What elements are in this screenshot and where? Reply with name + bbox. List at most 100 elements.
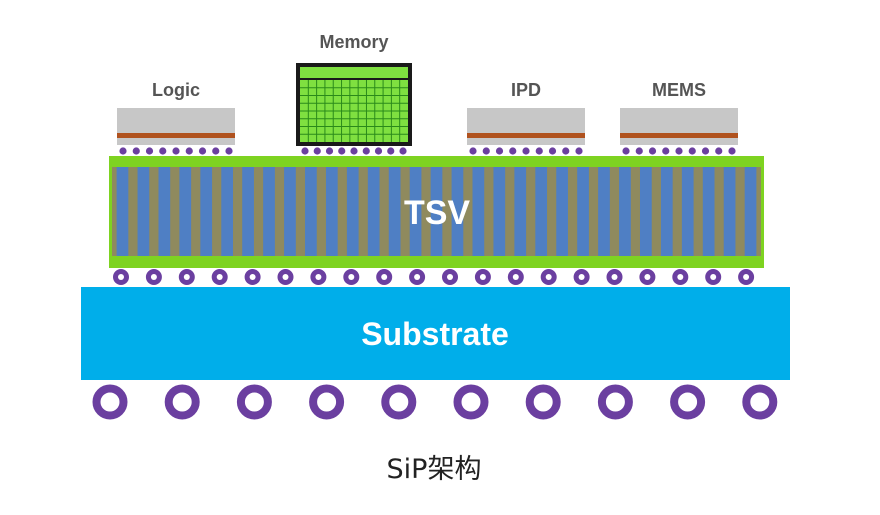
- bga-ball: [597, 384, 633, 420]
- tsv-via: [221, 167, 234, 256]
- micro-bump: [338, 147, 346, 155]
- diagram-caption: SiP架构: [387, 454, 482, 485]
- memory-die: [296, 63, 412, 146]
- micro-bump: [675, 147, 683, 155]
- c4-bump-center: [512, 274, 519, 280]
- tsv-via: [179, 167, 192, 256]
- micro-bump: [509, 147, 517, 155]
- tsv-via: [263, 167, 275, 256]
- c4-bump-center: [644, 274, 651, 280]
- c4-bump-center: [216, 274, 223, 280]
- tsv-via: [660, 167, 673, 256]
- micro-bump: [387, 147, 395, 155]
- c4-bump-center: [249, 274, 256, 280]
- micro-bump: [145, 147, 154, 155]
- tsv-label: TSV: [404, 194, 470, 232]
- substrate: [81, 287, 790, 380]
- tsv-via: [200, 167, 213, 256]
- tsv-via: [639, 167, 652, 256]
- tsv-via: [158, 167, 171, 256]
- c4-bump-center: [710, 274, 717, 280]
- bga-balls: [92, 384, 778, 420]
- micro-bump: [715, 147, 723, 155]
- c4-bump-center: [578, 274, 585, 280]
- tsv-via: [744, 167, 757, 256]
- micro-bump: [212, 147, 220, 155]
- tsv-via: [305, 167, 317, 256]
- micro-bump: [374, 147, 383, 155]
- tsv-columns: [116, 167, 757, 256]
- logic-die: [117, 108, 235, 145]
- c4-bump-center: [611, 274, 618, 280]
- bga-ball: [236, 384, 272, 420]
- micro-bump: [562, 147, 570, 155]
- micro-bump: [622, 147, 630, 155]
- tsv-via: [619, 167, 631, 256]
- tsv-via: [116, 167, 129, 256]
- micro-bump: [350, 147, 358, 155]
- micro-bump: [399, 147, 407, 155]
- micro-bump: [469, 147, 477, 155]
- c4-bump-center: [118, 274, 124, 280]
- tsv-via: [409, 167, 422, 256]
- c4-bump-center: [381, 274, 388, 280]
- tsv-via: [367, 167, 380, 256]
- tsv-via: [242, 167, 254, 256]
- micro-bump: [225, 147, 233, 155]
- bga-ball: [164, 384, 200, 420]
- tsv-via: [346, 167, 359, 256]
- tsv-interposer: [109, 156, 764, 268]
- bga-ball: [92, 384, 128, 420]
- micro-bump: [119, 147, 127, 155]
- bga-ball: [453, 384, 489, 420]
- memory-label: Memory: [319, 32, 388, 52]
- c4-bump-center: [447, 274, 453, 280]
- bga-ball: [381, 384, 417, 420]
- c4-bump-center: [315, 274, 322, 280]
- c4-bump-center: [414, 274, 421, 280]
- micro-bump: [313, 147, 321, 155]
- ipd-die: [467, 108, 585, 145]
- c4-bumps: [113, 269, 755, 285]
- c4-bump-center: [348, 274, 355, 280]
- micro-bump: [301, 147, 309, 155]
- tsv-via: [535, 167, 548, 256]
- mems-die: [620, 108, 738, 145]
- c4-bump-center: [150, 274, 157, 280]
- micro-bump: [635, 147, 643, 155]
- c4-bump-center: [677, 274, 684, 280]
- micro-bump: [185, 147, 193, 155]
- tsv-via: [681, 167, 694, 256]
- micro-bump: [728, 147, 736, 155]
- tsv-via: [388, 167, 401, 256]
- tsv-via: [472, 167, 485, 256]
- micro-bump: [132, 147, 140, 155]
- tsv-via: [451, 167, 464, 256]
- micro-bump: [701, 147, 710, 155]
- c4-bump-center: [183, 274, 190, 280]
- tsv-via: [493, 167, 506, 256]
- micro-bump: [198, 147, 207, 155]
- c4-bump-center: [282, 274, 289, 280]
- tsv-via: [598, 167, 610, 256]
- tsv-via: [430, 167, 443, 256]
- micro-bump: [648, 147, 657, 155]
- logic-label: Logic: [152, 80, 200, 100]
- tsv-via: [325, 167, 338, 256]
- bga-ball: [525, 384, 561, 420]
- bga-ball: [309, 384, 345, 420]
- c4-bump-center: [545, 274, 552, 280]
- bga-ball: [742, 384, 778, 420]
- micro-bump: [172, 147, 180, 155]
- micro-bump: [482, 147, 490, 155]
- mems-label: MEMS: [652, 80, 706, 100]
- tsv-via: [137, 167, 150, 256]
- tsv-via: [514, 167, 527, 256]
- micro-bump: [325, 147, 334, 155]
- memory-grid: [300, 78, 408, 142]
- micro-bump: [495, 147, 504, 155]
- micro-bumps: [119, 147, 736, 155]
- micro-bump: [662, 147, 670, 155]
- micro-bump: [535, 147, 543, 155]
